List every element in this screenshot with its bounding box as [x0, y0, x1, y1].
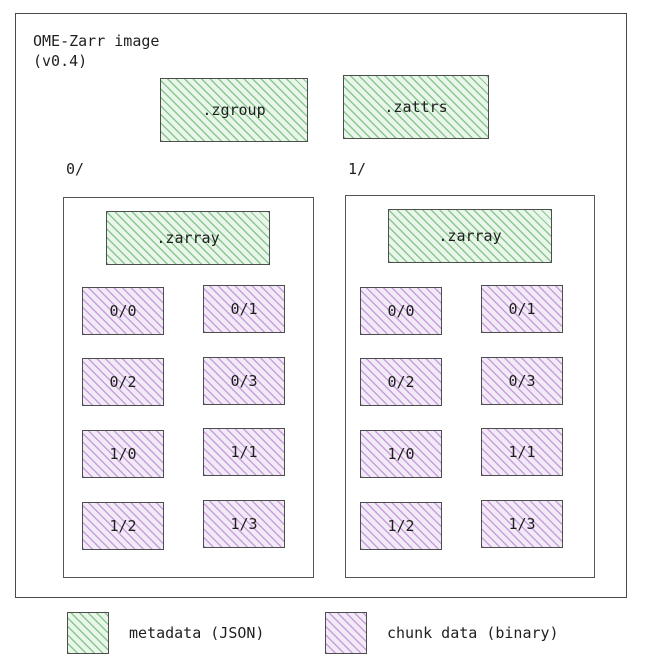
group-0-chunk-0[interactable]: 0/0 — [82, 287, 164, 335]
legend-swatch-chunk — [325, 612, 367, 654]
title-line-2: (v0.4) — [33, 52, 88, 70]
zgroup-file-label: .zgroup — [202, 101, 266, 119]
group-0-zarray-label: .zarray — [156, 229, 220, 247]
group-1-chunk-4[interactable]: 1/0 — [360, 430, 442, 478]
group-0-chunk-6[interactable]: 1/2 — [82, 502, 164, 550]
page-title: OME-Zarr image (v0.4) — [33, 31, 159, 71]
group-1-chunk-7[interactable]: 1/3 — [481, 500, 563, 548]
chunk-label: 0/2 — [109, 373, 137, 391]
chunk-label: 1/2 — [387, 517, 415, 535]
legend-label-metadata: metadata (JSON) — [129, 624, 265, 642]
group-0-chunk-7[interactable]: 1/3 — [203, 500, 285, 548]
group-0-chunk-5[interactable]: 1/1 — [203, 428, 285, 476]
chunk-label: 1/3 — [508, 515, 536, 533]
group-0-chunk-3[interactable]: 0/3 — [203, 357, 285, 405]
chunk-label: 1/1 — [230, 443, 258, 461]
chunk-label: 0/1 — [230, 300, 258, 318]
group-0-zarray-box[interactable]: .zarray — [106, 211, 270, 265]
group-1-chunk-6[interactable]: 1/2 — [360, 502, 442, 550]
group-1-label: 1/ — [348, 160, 367, 178]
zattrs-file-label: .zattrs — [384, 98, 448, 116]
zgroup-file-box[interactable]: .zgroup — [160, 78, 308, 142]
group-1-chunk-3[interactable]: 0/3 — [481, 357, 563, 405]
chunk-label: 1/0 — [109, 445, 137, 463]
group-1-zarray-box[interactable]: .zarray — [388, 209, 552, 263]
chunk-label: 0/3 — [508, 372, 536, 390]
group-1-chunk-1[interactable]: 0/1 — [481, 285, 563, 333]
chunk-label: 1/2 — [109, 517, 137, 535]
group-1-zarray-label: .zarray — [438, 227, 502, 245]
group-0-label: 0/ — [66, 160, 85, 178]
chunk-label: 0/1 — [508, 300, 536, 318]
group-0-chunk-2[interactable]: 0/2 — [82, 358, 164, 406]
chunk-label: 0/0 — [109, 302, 137, 320]
chunk-label: 1/0 — [387, 445, 415, 463]
chunk-label: 1/3 — [230, 515, 258, 533]
group-1-chunk-2[interactable]: 0/2 — [360, 358, 442, 406]
group-1-chunk-5[interactable]: 1/1 — [481, 428, 563, 476]
group-0-chunk-4[interactable]: 1/0 — [82, 430, 164, 478]
chunk-label: 0/0 — [387, 302, 415, 320]
legend-label-chunk: chunk data (binary) — [387, 624, 559, 642]
chunk-label: 1/1 — [508, 443, 536, 461]
legend-swatch-metadata — [67, 612, 109, 654]
chunk-label: 0/3 — [230, 372, 258, 390]
zattrs-file-box[interactable]: .zattrs — [343, 75, 489, 139]
title-line-1: OME-Zarr image — [33, 32, 160, 50]
group-0-chunk-1[interactable]: 0/1 — [203, 285, 285, 333]
chunk-label: 0/2 — [387, 373, 415, 391]
group-1-chunk-0[interactable]: 0/0 — [360, 287, 442, 335]
